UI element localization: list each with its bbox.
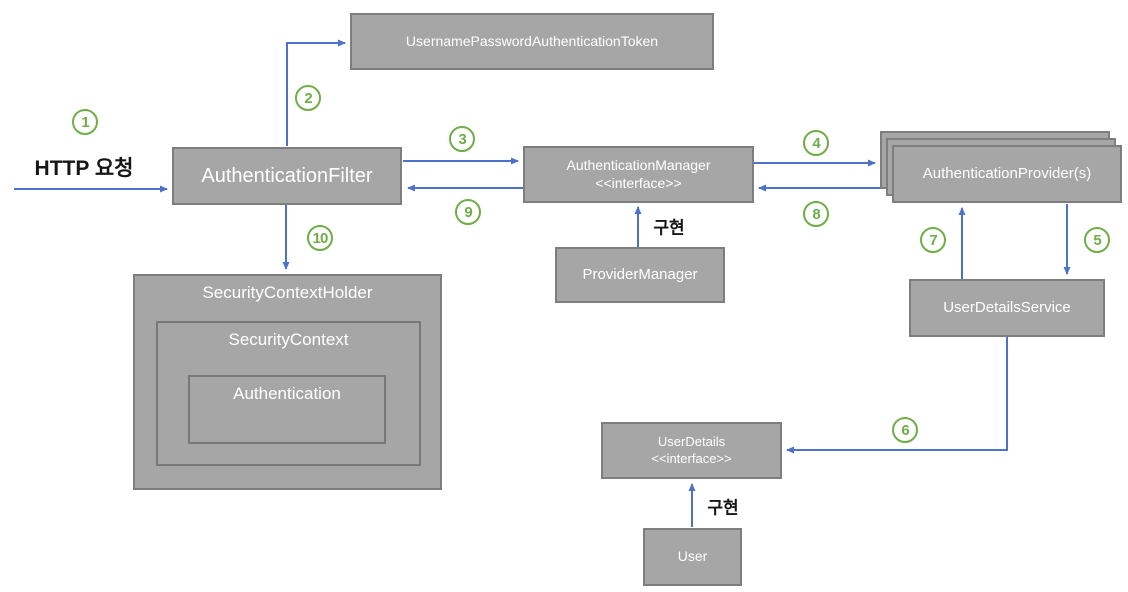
box-label: AuthenticationManager [566, 157, 711, 173]
box-authentication: Authentication [188, 375, 386, 444]
box-authentication-filter: AuthenticationFilter [172, 147, 402, 205]
box-label: SecurityContextHolder [202, 283, 373, 302]
box-label: AuthenticationFilter [201, 164, 373, 187]
step-badge-3: 3 [449, 126, 475, 152]
box-label: AuthenticationProvider(s) [922, 164, 1092, 182]
box-authentication-manager: AuthenticationManager <<interface>> [523, 146, 754, 203]
step-badge-6: 6 [892, 417, 918, 443]
step-badge-4: 4 [803, 130, 829, 156]
box-authentication-providers-stack: AuthenticationProvider(s) [880, 131, 1122, 203]
box-label: UserDetails [657, 434, 726, 450]
box-username-password-authentication-token: UsernamePasswordAuthenticationToken [350, 13, 714, 70]
step-badge-10: 10 [307, 225, 333, 251]
box-security-context: SecurityContext Authentication [156, 321, 421, 466]
step-badge-1: 1 [72, 109, 98, 135]
implements-label-provider-manager: 구현 [653, 218, 685, 238]
box-sublabel-interface: <<interface>> [651, 450, 732, 466]
box-label: SecurityContext [228, 330, 349, 349]
implements-label-user: 구현 [707, 498, 739, 518]
box-label: UsernamePasswordAuthenticationToken [405, 32, 659, 49]
box-user-details: UserDetails <<interface>> [601, 422, 782, 479]
box-label: UserDetailsService [943, 298, 1071, 316]
box-security-context-holder: SecurityContextHolder SecurityContext Au… [133, 274, 442, 490]
step-badge-9: 9 [455, 199, 481, 225]
box-label: ProviderManager [582, 265, 698, 283]
box-authentication-providers: AuthenticationProvider(s) [892, 145, 1122, 203]
step-badge-5: 5 [1084, 227, 1110, 253]
box-user: User [643, 528, 742, 586]
http-request-label: HTTP 요청 [34, 157, 134, 180]
step-badge-2: 2 [295, 85, 321, 111]
box-label: Authentication [233, 384, 341, 403]
step-badge-7: 7 [920, 227, 946, 253]
box-label: User [677, 548, 708, 565]
box-provider-manager: ProviderManager [555, 247, 725, 303]
box-user-details-service: UserDetailsService [909, 279, 1105, 337]
box-sublabel-interface: <<interface>> [595, 174, 682, 191]
step-badge-8: 8 [803, 201, 829, 227]
